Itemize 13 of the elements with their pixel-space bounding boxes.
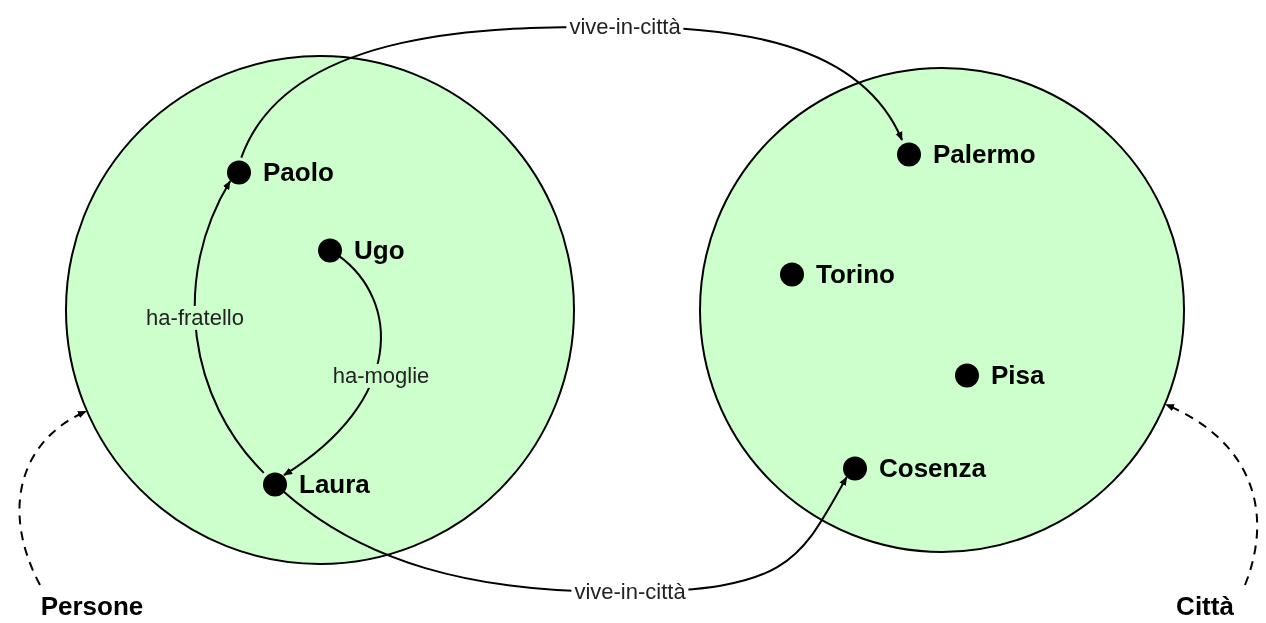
point-name: Palermo xyxy=(933,138,1036,170)
arrow xyxy=(1164,403,1259,586)
point-name: Laura xyxy=(299,468,370,500)
arrow xyxy=(193,180,265,474)
arrow xyxy=(18,410,87,586)
point-name: Ugo xyxy=(354,234,405,266)
point-name: Paolo xyxy=(263,156,334,188)
point-name: Torino xyxy=(816,258,895,290)
point-name: Pisa xyxy=(991,359,1045,391)
point-name: Cosenza xyxy=(879,452,986,484)
set-name: Città xyxy=(1176,590,1234,622)
set-name: Persone xyxy=(40,590,144,622)
arrow xyxy=(283,254,382,477)
